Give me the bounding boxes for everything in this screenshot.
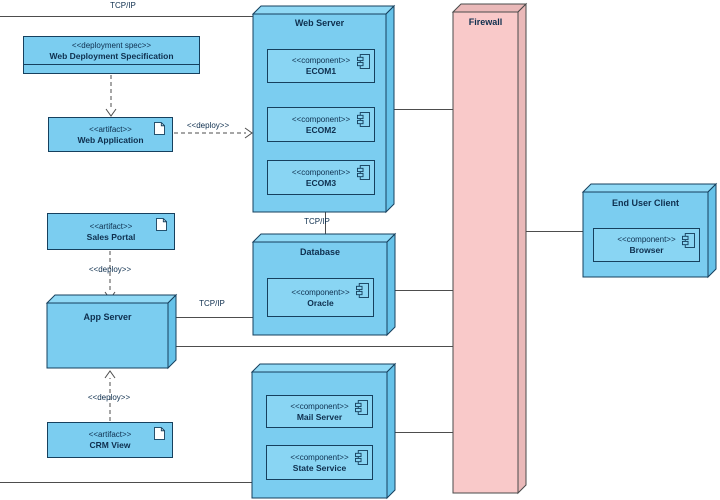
crm-view-stereotype: <<artifact>> — [88, 430, 132, 439]
firewall-node[interactable]: Firewall — [453, 12, 518, 493]
web-server-node[interactable]: Web Server <<component>> ECOM1 <<compone… — [253, 14, 386, 212]
end-user-client-title: End User Client — [611, 198, 679, 208]
app-server-node[interactable]: App Server — [47, 303, 168, 368]
browser-name: Browser — [629, 245, 664, 255]
services-node[interactable]: <<component>> Mail Server <<component>> … — [252, 372, 387, 498]
component-ecom2[interactable]: <<component>> ECOM2 — [267, 107, 375, 142]
deployment-spec-box[interactable]: <<deployment spec>> Web Deployment Speci… — [23, 36, 200, 74]
end-user-client-node[interactable]: End User Client <<component>> Browser — [583, 192, 708, 277]
web-application-stereotype: <<artifact>> — [89, 124, 132, 134]
firewall-title: Firewall — [468, 17, 503, 27]
crm-view-artifact[interactable]: <<artifact>> CRM View — [47, 422, 173, 458]
component-icon — [355, 400, 368, 416]
browser-stereotype: <<component>> — [617, 235, 676, 244]
mail-server-stereotype: <<component>> — [290, 401, 349, 411]
state-service-name: State Service — [292, 462, 347, 473]
document-icon — [154, 122, 165, 136]
oracle-stereotype: <<component>> — [291, 287, 350, 297]
web-application-artifact[interactable]: <<artifact>> Web Application — [48, 117, 173, 152]
arrow-crmview-to-appserver-head — [104, 370, 116, 379]
ecom1-stereotype: <<component>> — [291, 56, 351, 65]
edge-label-tcpip-top: TCP/IP — [110, 1, 136, 10]
state-service-stereotype: <<component>> — [290, 452, 349, 462]
oracle-name: Oracle — [307, 297, 334, 308]
component-oracle[interactable]: <<component>> Oracle — [267, 278, 374, 317]
deployment-spec-stereotype: <<deployment spec>> — [71, 40, 152, 50]
ecom2-stereotype: <<component>> — [291, 114, 351, 124]
mail-server-name: Mail Server — [296, 411, 343, 422]
edge-label-deploy-crmview: <<deploy>> — [87, 393, 131, 402]
document-icon — [156, 218, 167, 232]
component-browser[interactable]: <<component>> Browser — [593, 228, 700, 262]
app-server-title: App Server — [83, 312, 132, 322]
firewall-node-shape — [451, 2, 528, 495]
ecom3-stereotype: <<component>> — [291, 167, 351, 177]
edge-label-tcpip-appserver: TCP/IP — [199, 299, 225, 308]
component-icon — [357, 165, 370, 181]
database-title: Database — [299, 247, 341, 257]
sales-portal-artifact[interactable]: <<artifact>> Sales Portal — [47, 213, 175, 250]
database-node[interactable]: Database <<component>> Oracle — [253, 242, 387, 335]
ecom2-name: ECOM2 — [305, 124, 337, 135]
app-server-node-shape — [45, 293, 178, 370]
edge-label-tcpip-webserver-db: TCP/IP — [304, 217, 330, 226]
component-icon — [355, 450, 368, 466]
edge-label-deploy-salesportal: <<deploy>> — [88, 265, 132, 274]
connector-lines — [0, 16, 584, 483]
component-icon — [356, 283, 369, 299]
component-icon — [357, 54, 370, 70]
web-application-name: Web Application — [77, 134, 144, 145]
sales-portal-stereotype: <<artifact>> — [89, 221, 133, 231]
component-ecom1[interactable]: <<component>> ECOM1 — [267, 49, 375, 83]
arrow-spec-to-webapp-head — [105, 108, 117, 117]
component-ecom3[interactable]: <<component>> ECOM3 — [267, 160, 375, 195]
ecom3-name: ECOM3 — [305, 177, 337, 188]
component-mail-server[interactable]: <<component>> Mail Server — [266, 395, 373, 428]
document-icon — [154, 427, 165, 441]
component-icon — [682, 233, 695, 249]
arrow-webapp-to-webserver-head — [244, 127, 253, 139]
component-icon — [357, 112, 370, 128]
crm-view-name: CRM View — [89, 440, 131, 450]
deployment-spec-name: Web Deployment Specification — [49, 50, 174, 61]
edge-label-deploy-webapp: <<deploy>> — [186, 121, 230, 130]
web-server-title: Web Server — [294, 18, 345, 28]
ecom1-name: ECOM1 — [305, 66, 337, 76]
sales-portal-name: Sales Portal — [86, 231, 136, 242]
component-state-service[interactable]: <<component>> State Service — [266, 445, 373, 480]
